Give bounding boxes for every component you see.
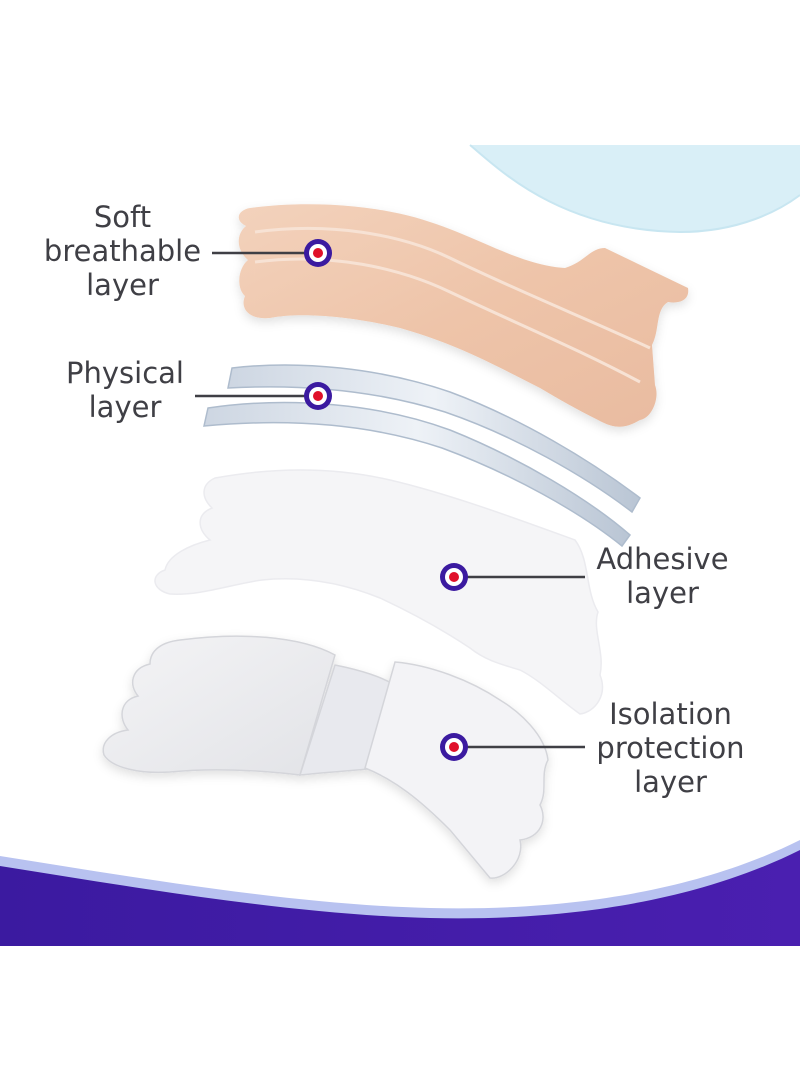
isolation-label-line-1: Isolation bbox=[609, 697, 732, 731]
adhesive-label-line-1: Adhesive bbox=[596, 542, 729, 576]
isolation-label-line-2: protection bbox=[596, 731, 745, 765]
adhesive-label: Adhesive layer bbox=[590, 542, 735, 610]
isolation-layer-marker-icon bbox=[440, 733, 468, 761]
background-blue-edge bbox=[469, 144, 800, 234]
background-blue-shape bbox=[470, 145, 800, 232]
physical-label: Physical layer bbox=[50, 356, 200, 424]
adhesive-layer-shape bbox=[154, 469, 604, 715]
soft-label-line-2: breathable bbox=[43, 234, 202, 268]
soft-layer-marker-icon bbox=[304, 239, 332, 267]
physical-label-line-2: layer bbox=[88, 390, 162, 424]
physical-layer-marker-icon bbox=[304, 382, 332, 410]
adhesive-layer-marker-icon bbox=[440, 563, 468, 591]
physical-label-line-1: Physical bbox=[66, 356, 184, 390]
isolation-label: Isolation protection layer bbox=[588, 697, 753, 799]
soft-breathable-label: Soft breathable layer bbox=[40, 200, 205, 302]
isolation-label-line-3: layer bbox=[634, 765, 707, 799]
isolation-protection-shape bbox=[102, 635, 549, 879]
soft-label-line-1: Soft bbox=[93, 200, 152, 234]
bottom-wave bbox=[0, 850, 800, 946]
adhesive-label-line-2: layer bbox=[626, 576, 699, 610]
physical-film bbox=[203, 364, 641, 548]
soft-label-line-3: layer bbox=[86, 268, 159, 302]
